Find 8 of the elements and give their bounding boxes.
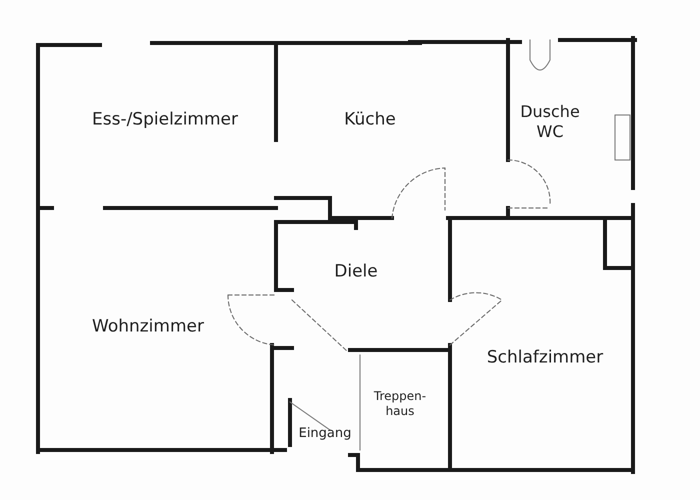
room-label: Ess-/Spielzimmer <box>90 109 240 131</box>
room-label: Diele <box>333 261 379 283</box>
room-label: Treppen- haus <box>372 389 428 419</box>
room-label: Eingang <box>298 426 352 442</box>
room-label: Dusche WC <box>519 102 581 142</box>
room-label: Wohnzimmer <box>91 316 205 338</box>
room-label: Schlafzimmer <box>486 347 604 369</box>
room-label: Küche <box>343 109 397 131</box>
